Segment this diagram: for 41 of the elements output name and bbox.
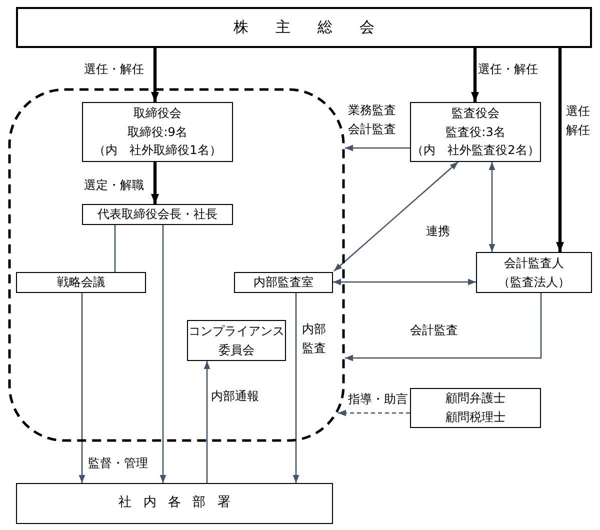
node-text: 顧問弁護士 bbox=[446, 390, 506, 408]
arrow bbox=[151, 162, 159, 204]
org-box bbox=[476, 252, 592, 293]
dashed-boundary bbox=[8, 88, 345, 442]
arrow bbox=[160, 225, 166, 483]
arrow bbox=[333, 278, 476, 286]
node-text: （内 社外取締役1名） bbox=[94, 142, 222, 160]
node-text: （監査法人） bbox=[498, 274, 570, 290]
node-text: 顧問税理士 bbox=[446, 409, 506, 426]
arrow bbox=[204, 361, 210, 483]
node-text: コンプライアンス委員会 bbox=[188, 322, 285, 358]
arrow bbox=[338, 410, 410, 416]
arrow bbox=[345, 144, 410, 152]
node-text: 取締役会 bbox=[134, 105, 182, 122]
connector-line bbox=[114, 225, 116, 272]
org-box bbox=[410, 102, 541, 162]
arrow bbox=[345, 293, 542, 362]
org-box bbox=[234, 272, 333, 293]
node-text: 代表取締役会長・社長 bbox=[98, 206, 218, 224]
node-text: （内 社外監査役2名） bbox=[412, 142, 540, 160]
arrow bbox=[488, 162, 496, 252]
org-box bbox=[16, 7, 592, 48]
node-text: 監査役:3名 bbox=[446, 124, 506, 141]
node-text: 取締役:9名 bbox=[128, 124, 188, 141]
node-text: 株主総会 bbox=[232, 16, 402, 38]
org-box bbox=[82, 102, 233, 162]
org-box bbox=[410, 388, 541, 428]
node-text: 監査役会 bbox=[452, 105, 500, 122]
arrow bbox=[151, 48, 159, 102]
node-text: 社内各部署 bbox=[118, 494, 242, 512]
node-text: 戦略会議 bbox=[57, 274, 105, 292]
arrow bbox=[334, 162, 458, 272]
arrow bbox=[78, 293, 86, 483]
org-box bbox=[16, 483, 333, 524]
arrow bbox=[471, 48, 479, 102]
node-text: 会計監査人 bbox=[504, 254, 564, 272]
org-box bbox=[16, 272, 146, 293]
arrow bbox=[556, 48, 564, 252]
arrow bbox=[292, 293, 300, 483]
node-text: 内部監査室 bbox=[254, 274, 314, 292]
org-box bbox=[82, 204, 233, 225]
